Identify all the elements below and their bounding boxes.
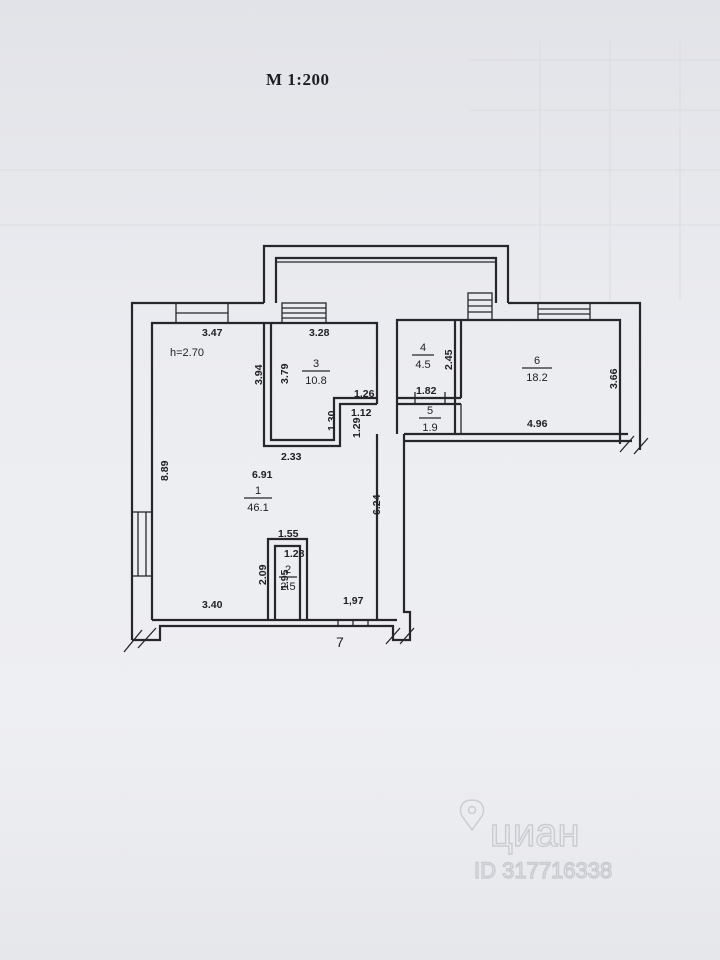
scale-label: М 1:200 — [266, 70, 330, 89]
dim-1-82: 1.82 — [416, 385, 437, 397]
room-4-5-walls — [397, 320, 463, 434]
room-labels: 1 46.1 2 2.5 3 10.8 4 4.5 5 1.9 6 18.2 — [244, 342, 552, 593]
dim-6-91: 6.91 — [252, 469, 273, 481]
room-3-walls — [262, 323, 377, 448]
dimensions: 3.47 3.28 3.94 3.79 1.26 1.30 1.29 1.12 … — [159, 327, 620, 611]
dim-3-94: 3.94 — [253, 364, 265, 385]
paper-grid — [0, 40, 720, 300]
dim-1-26: 1.26 — [354, 388, 375, 400]
dim-3-47: 3.47 — [202, 327, 223, 339]
dim-6-24: 6.24 — [371, 494, 383, 515]
room-4-area: 4.5 — [415, 359, 430, 371]
dim-1-28: 1.28 — [284, 548, 305, 560]
watermark: циан ID 317716338 — [459, 799, 613, 884]
dim-2-09: 2.09 — [257, 564, 269, 585]
dim-1-95: 1.95 — [279, 569, 291, 590]
dim-4-96: 4.96 — [527, 418, 548, 430]
room-4-label: 4 4.5 — [412, 342, 434, 371]
room-6-area: 18.2 — [526, 372, 547, 384]
watermark-brand: циан — [490, 811, 580, 855]
room-2-number: 2 — [285, 564, 291, 576]
room-5-label: 5 1.9 — [419, 405, 441, 434]
dim-2-33: 2.33 — [281, 451, 302, 463]
dim-1-55: 1.55 — [278, 528, 299, 540]
room-1-area: 46.1 — [247, 502, 268, 514]
dim-1-12: 1.12 — [351, 407, 372, 419]
room-5-area: 1.9 — [422, 422, 437, 434]
room-3-area: 10.8 — [305, 375, 326, 387]
dim-3-79: 3.79 — [279, 363, 291, 384]
room-6-number: 6 — [534, 355, 540, 367]
dim-1-30: 1.30 — [326, 410, 338, 431]
watermark-id: ID 317716338 — [474, 858, 612, 883]
dim-3-28: 3.28 — [309, 327, 330, 339]
room-3-number: 3 — [313, 358, 319, 370]
dim-1-97: 1,97 — [343, 595, 364, 607]
windows — [131, 292, 591, 627]
room-2-area: 2.5 — [280, 581, 295, 593]
room-5-number: 5 — [427, 405, 433, 417]
room-2-walls — [266, 537, 309, 620]
ceiling-height: h=2.70 — [170, 347, 204, 359]
entrance-label: 7 — [336, 634, 344, 650]
room-3-label: 3 10.8 — [302, 358, 330, 387]
dim-3-40: 3.40 — [202, 599, 223, 611]
dim-8-89: 8.89 — [159, 460, 171, 481]
dim-3-66: 3.66 — [608, 368, 620, 389]
room-2-label: 2 2.5 — [279, 564, 297, 593]
dim-1-29: 1.29 — [351, 417, 363, 438]
room-1-number: 1 — [255, 485, 261, 497]
balcony — [262, 244, 510, 303]
room-6-label: 6 18.2 — [522, 355, 552, 384]
room-4-number: 4 — [420, 342, 426, 354]
room-1-label: 1 46.1 — [244, 485, 272, 514]
dim-2-45: 2.45 — [443, 349, 455, 370]
location-pin-icon — [459, 799, 485, 832]
